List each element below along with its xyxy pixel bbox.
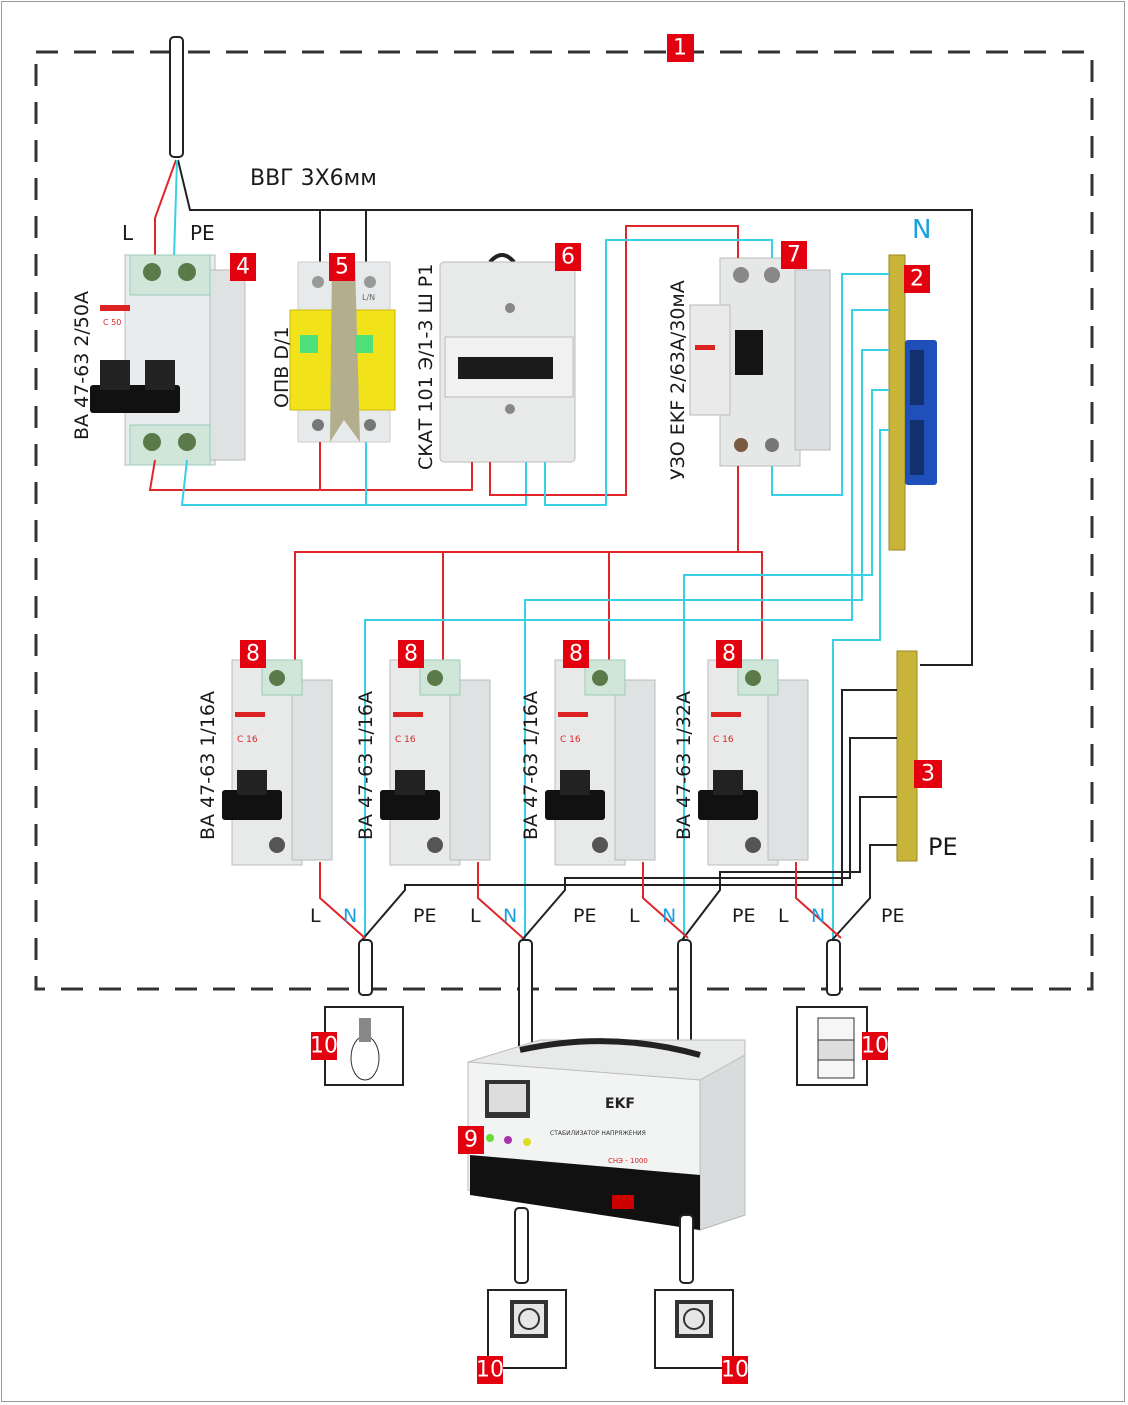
badge-8: 8 — [563, 640, 589, 668]
svg-text:1: 1 — [673, 36, 687, 61]
svg-text:PE: PE — [881, 905, 904, 927]
branch-breaker-label: ВА 47-63 1/32А — [673, 691, 695, 840]
badge-1: 1 — [667, 34, 694, 62]
badge-10-socket-left: 10 — [476, 1356, 504, 1384]
voltage-stabilizer: EKF СТАБИЛИЗАТОР НАПРЯЖЕНИЯ СНЭ - 1000 — [467, 1038, 746, 1231]
svg-text:6: 6 — [561, 245, 575, 270]
svg-text:L: L — [778, 905, 789, 927]
main-breaker-label: ВА 47-63 2/50А — [71, 291, 93, 440]
energy-meter — [439, 253, 576, 463]
svg-text:9: 9 — [464, 1128, 478, 1153]
neutral-busbar — [888, 254, 937, 551]
svg-text:8: 8 — [404, 642, 418, 667]
branch-breaker-label: ВА 47-63 1/16А — [520, 691, 542, 840]
load-lamp — [324, 1006, 404, 1086]
badge-7: 7 — [781, 241, 807, 269]
svg-text:C 16: C 16 — [560, 735, 581, 745]
branch-breaker-label: ВА 47-63 1/16А — [197, 691, 219, 840]
svg-text:N: N — [662, 905, 676, 927]
svg-text:СНЭ - 1000: СНЭ - 1000 — [608, 1157, 648, 1165]
svg-text:EKF: EKF — [605, 1096, 635, 1112]
svg-text:3: 3 — [921, 762, 935, 787]
input-pe-label: PE — [190, 221, 215, 245]
load-socket-left — [487, 1289, 567, 1369]
cable-label: ВВГ 3Х6мм — [250, 166, 377, 191]
svg-text:10: 10 — [861, 1034, 889, 1059]
main-breaker: C 50 — [90, 254, 246, 466]
svg-text:7: 7 — [787, 243, 801, 268]
svg-text:N: N — [503, 905, 517, 927]
svg-text:C 50: C 50 — [103, 318, 121, 327]
svg-text:2: 2 — [910, 267, 924, 292]
ground-busbar-label: PE — [928, 833, 958, 861]
load-stove — [796, 1006, 868, 1086]
rcd — [689, 257, 831, 467]
svg-text:L: L — [629, 905, 640, 927]
branch-breaker: C 16 — [380, 659, 491, 866]
rcd-label: УЗО EKF 2/63А/30мА — [667, 280, 689, 480]
svg-text:N: N — [811, 905, 825, 927]
ground-busbar — [896, 650, 918, 862]
badge-2: 2 — [904, 265, 930, 293]
branch-breaker: C 16 — [545, 659, 656, 866]
svg-text:8: 8 — [246, 642, 260, 667]
svg-text:PE: PE — [573, 905, 596, 927]
svg-text:5: 5 — [335, 255, 349, 280]
badge-8: 8 — [240, 640, 266, 668]
badge-3: 3 — [914, 760, 942, 788]
load-socket-right — [654, 1289, 734, 1369]
branch-breaker: C 16 — [698, 659, 809, 866]
svg-text:PE: PE — [732, 905, 755, 927]
badge-4: 4 — [230, 253, 256, 281]
svg-text:PE: PE — [413, 905, 436, 927]
svg-text:C 16: C 16 — [395, 735, 416, 745]
badge-9: 9 — [458, 1126, 484, 1154]
svg-text:10: 10 — [476, 1358, 504, 1383]
input-l-label: L — [122, 221, 134, 245]
badge-10-stove: 10 — [861, 1032, 889, 1060]
svg-text:C 16: C 16 — [237, 735, 258, 745]
svg-text:L/N: L/N — [362, 293, 375, 302]
enclosure-boundary — [34, 50, 1094, 991]
svg-text:10: 10 — [310, 1034, 338, 1059]
branch-breaker-label: ВА 47-63 1/16А — [355, 691, 377, 840]
svg-text:L: L — [310, 905, 321, 927]
svg-text:N: N — [343, 905, 357, 927]
badge-6: 6 — [555, 243, 581, 271]
badge-5: 5 — [329, 253, 355, 281]
badge-10-socket-right: 10 — [721, 1356, 749, 1384]
stabilizer-output-cables — [514, 1207, 694, 1284]
svg-text:4: 4 — [236, 255, 250, 280]
svg-text:8: 8 — [722, 642, 736, 667]
branch-breaker: C 16 — [222, 659, 333, 866]
badge-10-lamp: 10 — [310, 1032, 338, 1060]
badge-8: 8 — [716, 640, 742, 668]
svg-text:10: 10 — [721, 1358, 749, 1383]
input-cable — [154, 36, 973, 666]
surge-arrester-label: ОПВ D/1 — [271, 327, 293, 408]
svg-text:СТАБИЛИЗАТОР НАПРЯЖЕНИЯ: СТАБИЛИЗАТОР НАПРЯЖЕНИЯ — [550, 1130, 646, 1137]
surge-arrester: L/N — [289, 261, 396, 443]
neutral-busbar-label: N — [912, 215, 931, 245]
badge-8: 8 — [398, 640, 424, 668]
svg-text:8: 8 — [569, 642, 583, 667]
svg-text:L: L — [470, 905, 481, 927]
energy-meter-label: СКАТ 101 Э/1-3 Ш Р1 — [415, 264, 437, 470]
svg-text:C 16: C 16 — [713, 735, 734, 745]
